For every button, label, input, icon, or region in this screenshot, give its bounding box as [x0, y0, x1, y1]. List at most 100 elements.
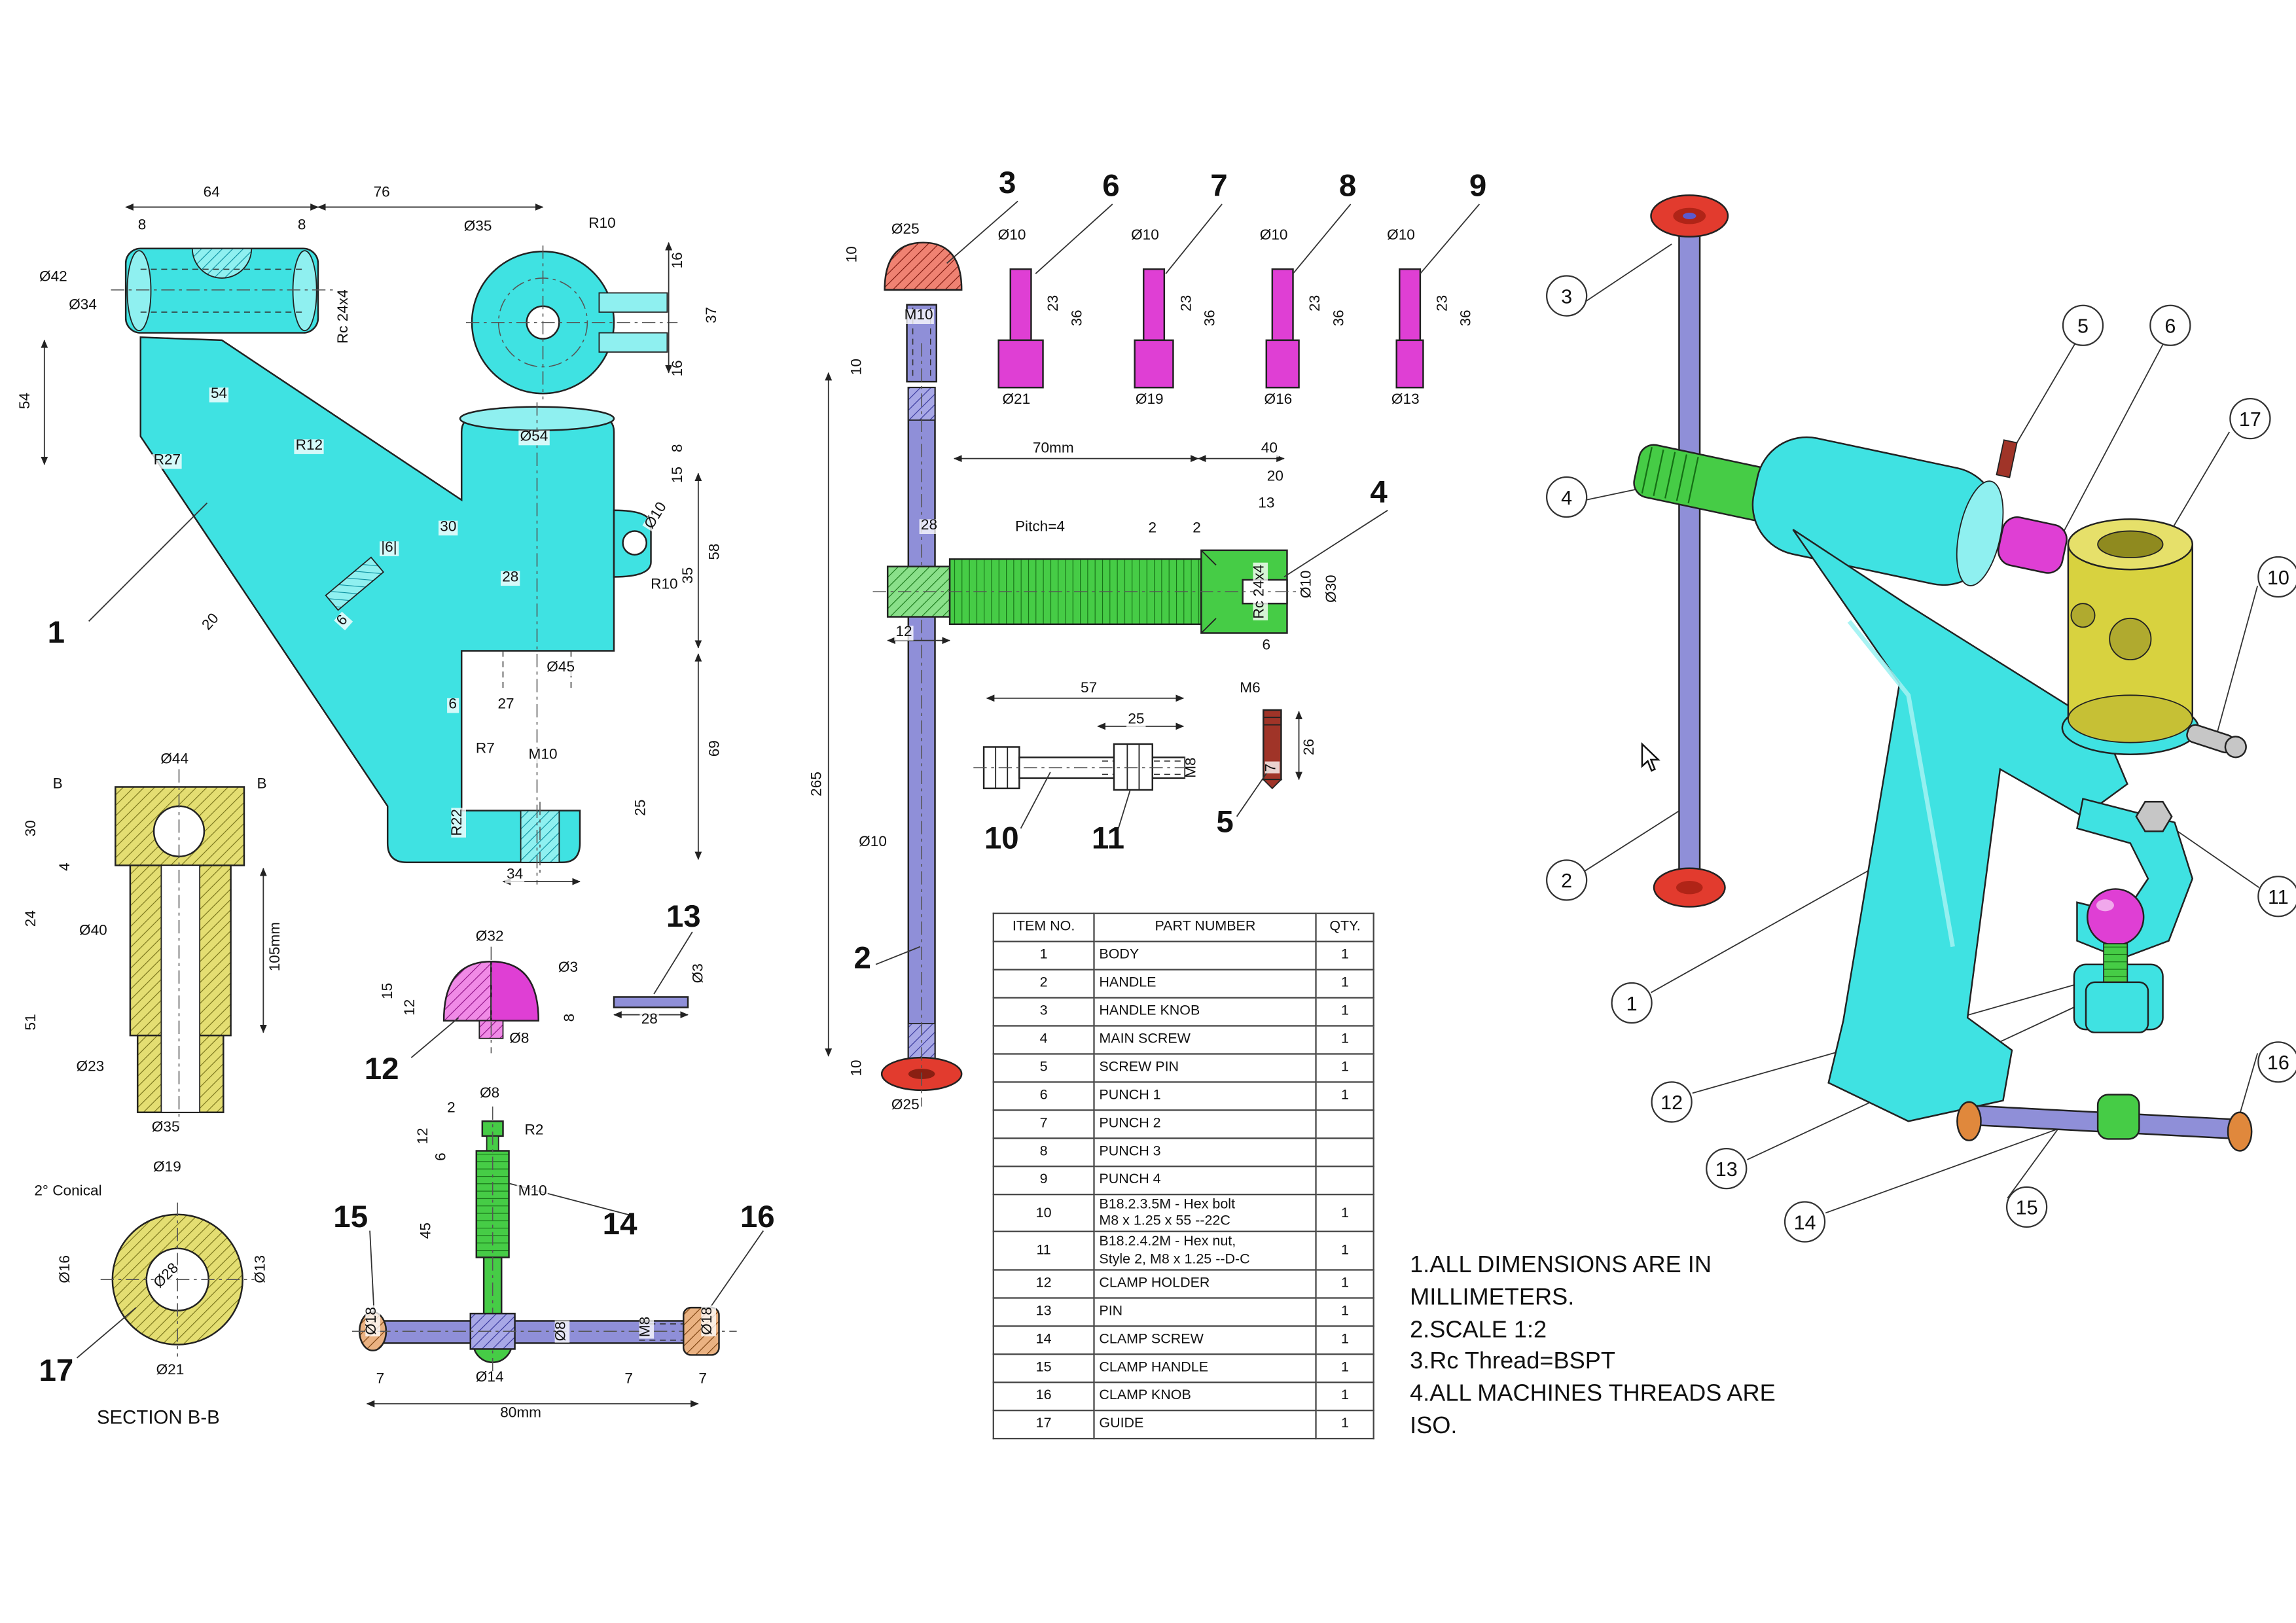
- cell-item-no: 14: [992, 1325, 1095, 1355]
- cell-item-no: 6: [992, 1081, 1095, 1111]
- punch-3-view: [1265, 268, 1300, 389]
- screw-pin-view: [1262, 709, 1283, 790]
- note-line: ISO.: [1410, 1414, 1458, 1439]
- cell-qty: [1316, 1137, 1374, 1168]
- cell-qty: [1316, 1109, 1374, 1139]
- cell-qty: 1: [1316, 1268, 1374, 1299]
- cell-item-no: 11: [992, 1231, 1095, 1271]
- cell-item-no: 1: [992, 940, 1095, 971]
- clamp-holder-view: [442, 946, 539, 1054]
- cell-qty: 1: [1316, 997, 1374, 1027]
- assembly-clamp-screw: [2103, 943, 2128, 983]
- cell-item-no: 10: [992, 1194, 1095, 1233]
- cell-item-no: 13: [992, 1296, 1095, 1327]
- handle-knob-view: [884, 241, 963, 383]
- cell-part-number: BODY: [1093, 940, 1318, 971]
- punch-2-view: [1134, 268, 1174, 389]
- main-screw-view: [872, 549, 1305, 634]
- cell-qty: 1: [1316, 1325, 1374, 1355]
- note-line: 4.ALL MACHINES THREADS ARE: [1410, 1382, 1776, 1407]
- cell-qty: 1: [1316, 1025, 1374, 1055]
- cell-part-number: HANDLE KNOB: [1093, 997, 1318, 1027]
- note-line: 2.SCALE 1:2: [1410, 1317, 1547, 1343]
- cursor-pointer: [1641, 742, 1660, 772]
- table-header-cell: PART NUMBER: [1093, 912, 1318, 942]
- cell-part-number: GUIDE: [1093, 1409, 1318, 1439]
- note-line: 3.Rc Thread=BSPT: [1410, 1349, 1616, 1375]
- cell-part-number: PUNCH 2: [1093, 1109, 1318, 1139]
- assembly-punch: [1997, 516, 2068, 574]
- cell-qty: 1: [1316, 1231, 1374, 1271]
- table-header-cell: ITEM NO.: [992, 912, 1095, 942]
- cell-qty: 1: [1316, 1053, 1374, 1083]
- cell-qty: 1: [1316, 1296, 1374, 1327]
- cell-item-no: 3: [992, 997, 1095, 1027]
- cell-item-no: 7: [992, 1109, 1095, 1139]
- cell-part-number: PIN: [1093, 1296, 1318, 1327]
- body-front-view: [111, 245, 678, 885]
- hex-bolt-view: [973, 743, 1198, 791]
- cell-part-number: MAIN SCREW: [1093, 1025, 1318, 1055]
- cell-part-number: HANDLE: [1093, 969, 1318, 999]
- assembly-pin: [2186, 724, 2247, 758]
- cell-part-number: CLAMP SCREW: [1093, 1325, 1318, 1355]
- punch-4-view: [1395, 268, 1424, 389]
- cell-qty: 1: [1316, 940, 1374, 971]
- cell-qty: 1: [1316, 1409, 1374, 1439]
- guide-section-view: [115, 769, 245, 1128]
- section-caption: SECTION B-B: [96, 1406, 220, 1429]
- cell-part-number: B18.2.3.5M - Hex bolt M8 x 1.25 x 55 --2…: [1093, 1194, 1318, 1233]
- punch-1-view: [997, 268, 1044, 389]
- assembly-clamp-knob: [2096, 1094, 2140, 1140]
- cell-item-no: 17: [992, 1409, 1095, 1439]
- table-header-cell: QTY.: [1316, 912, 1374, 942]
- assembly-handle: [1678, 221, 1701, 891]
- cell-item-no: 15: [992, 1353, 1095, 1383]
- cell-item-no: 8: [992, 1137, 1095, 1168]
- cell-part-number: PUNCH 4: [1093, 1166, 1318, 1196]
- cell-part-number: CLAMP HANDLE: [1093, 1353, 1318, 1383]
- cell-item-no: 16: [992, 1381, 1095, 1411]
- cell-item-no: 5: [992, 1053, 1095, 1083]
- hex-nut-view: [1113, 743, 1154, 791]
- assembly-guide: [2067, 518, 2194, 743]
- assembly-hex-nut: [2135, 800, 2173, 832]
- pin-view: [613, 996, 689, 1008]
- cell-part-number: B18.2.4.2M - Hex nut, Style 2, M8 x 1.25…: [1093, 1231, 1318, 1271]
- assembly-clamp-holder: [2087, 888, 2145, 946]
- assembly-isometric-view: [1583, 194, 2259, 1214]
- cell-qty: [1316, 1166, 1374, 1196]
- clamp-knob-view: [683, 1306, 720, 1356]
- cell-item-no: 4: [992, 1025, 1095, 1055]
- cell-qty: 1: [1316, 1353, 1374, 1383]
- assembly-screw-pin: [1996, 439, 2018, 478]
- guide-ring-section-view: [100, 1202, 255, 1357]
- cell-qty: 1: [1316, 1081, 1374, 1111]
- dimension-lines: [41, 204, 1302, 1408]
- cell-part-number: PUNCH 1: [1093, 1081, 1318, 1111]
- cell-part-number: CLAMP HOLDER: [1093, 1268, 1318, 1299]
- cell-part-number: PUNCH 3: [1093, 1137, 1318, 1168]
- cell-qty: 1: [1316, 1194, 1374, 1233]
